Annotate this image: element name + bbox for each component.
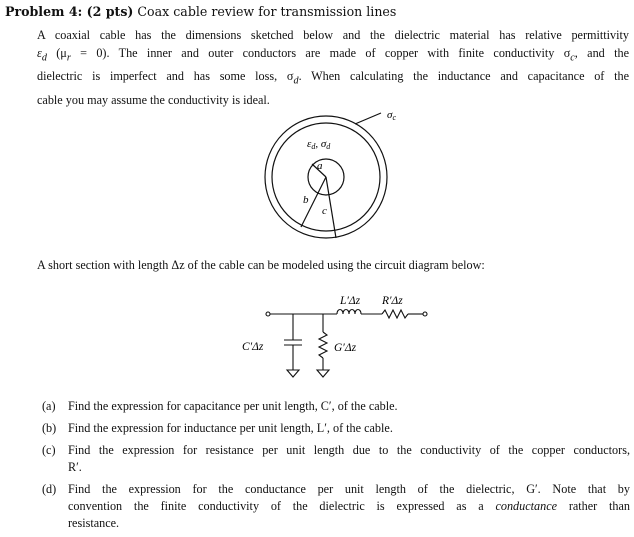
inductor — [336, 308, 362, 315]
intro-paragraph: A coaxial cable has the dimensions sketc… — [37, 26, 629, 109]
question-label: (d) — [42, 482, 57, 496]
outer-conductor-outer-circle — [264, 115, 388, 239]
right-terminal — [422, 311, 428, 317]
intro-line-4: cable you may assume the conductivity is… — [37, 92, 270, 107]
inner-conductor-circle — [307, 158, 345, 196]
circuit-intro-text: A short section with length Δz of the ca… — [37, 258, 485, 272]
question-text-line-2: convention the finite conductivity of th… — [68, 499, 630, 513]
question-text: Find the expression for capacitance per … — [68, 399, 398, 413]
question-text-line-1: Find the expression for resistance per u… — [68, 443, 630, 457]
conductance-resistor — [317, 331, 329, 359]
label-a: a — [317, 160, 323, 172]
label-G: G′Δz — [334, 342, 357, 354]
radius-c-line — [325, 176, 337, 239]
problem-title: Coax cable review for transmission lines — [137, 4, 397, 19]
series-resistor — [381, 308, 409, 320]
intro-line-3: dielectric is imperfect and has some los… — [37, 69, 629, 87]
circuit-diagram — [265, 308, 428, 378]
question-d: (d) Find the expression for the conducta… — [42, 481, 630, 532]
question-text: Find the expression for inductance per u… — [68, 421, 393, 435]
label-c: c — [322, 205, 327, 217]
sigma-c-leader-line — [354, 112, 382, 125]
question-label: (b) — [42, 421, 57, 435]
radius-b-line — [300, 176, 327, 228]
outer-conductor-inner-circle — [271, 122, 381, 232]
question-text-line-2: R′. — [68, 460, 82, 474]
question-text-line-3: resistance. — [68, 516, 120, 530]
ground-icon — [315, 369, 331, 378]
label-sigma-c: σc — [387, 109, 396, 122]
question-c: (c) Find the expression for resistance p… — [42, 442, 630, 476]
question-label: (c) — [42, 443, 56, 457]
problem-heading: Problem 4: (2 pts) Coax cable review for… — [5, 4, 396, 19]
question-list: (a) Find the expression for capacitance … — [42, 398, 630, 537]
label-C: C′Δz — [242, 341, 264, 353]
label-b: b — [303, 194, 309, 206]
label-epsilon-sigma-d: εd, σd — [307, 138, 331, 151]
question-b: (b) Find the expression for inductance p… — [42, 420, 630, 437]
intro-line-1: A coaxial cable has the dimensions sketc… — [37, 28, 629, 42]
radius-a-line — [311, 163, 327, 178]
ground-icon — [285, 369, 301, 378]
question-a: (a) Find the expression for capacitance … — [42, 398, 630, 415]
left-terminal — [265, 311, 271, 317]
intro-line-2: εd (μr = 0). The inner and outer conduct… — [37, 46, 629, 64]
question-label: (a) — [42, 399, 56, 413]
label-L: L′Δz — [339, 295, 361, 307]
problem-number: Problem 4: (2 pts) — [5, 4, 134, 19]
label-R: R′Δz — [381, 295, 403, 307]
question-text-line-1: Find the expression for the conductance … — [68, 482, 630, 496]
